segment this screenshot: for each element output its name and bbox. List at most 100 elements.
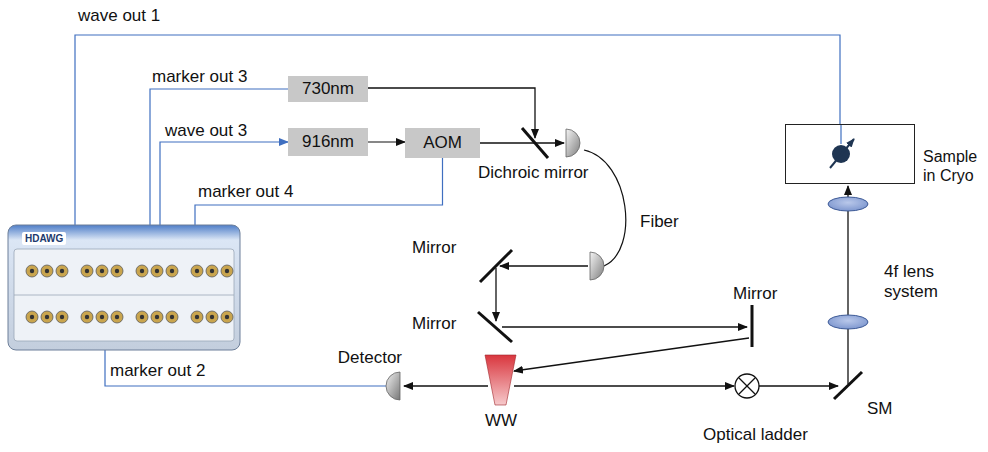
spin-illustration: [786, 125, 914, 183]
drawing-part: [221, 311, 233, 323]
drawing-part: [96, 311, 108, 323]
node-label: Sample in Cryo: [923, 147, 983, 185]
drawing-part: [56, 311, 68, 323]
drawing-part: [85, 269, 89, 273]
component-label: 4f lens system: [884, 262, 964, 301]
drawing-part: [191, 265, 203, 277]
drawing-part: [136, 311, 148, 323]
laser-beam: [847, 186, 848, 384]
component-label: Mirror: [412, 238, 456, 258]
drawing-part: [221, 265, 233, 277]
drawing-part: [30, 269, 34, 273]
box-label: 916nm: [302, 132, 354, 152]
lens: [828, 197, 868, 211]
detector-illustration: [384, 372, 400, 400]
detector-symbol: Detector: [384, 372, 400, 400]
drawing-part: [151, 311, 163, 323]
drawing-part: [26, 311, 38, 323]
laser-beam: [759, 385, 838, 386]
dichroic-mirror: [522, 128, 548, 158]
drawing-part: [26, 265, 38, 277]
drawing-part: [166, 311, 178, 323]
component-label: Mirror: [412, 314, 456, 334]
fiber-coupler: [590, 252, 604, 280]
component-label: Mirror: [733, 284, 777, 304]
component-label: Dichroic mirror: [478, 163, 589, 183]
drawing-part: [206, 265, 218, 277]
drawing-part: [111, 265, 123, 277]
signal-label: marker out 4: [198, 182, 293, 202]
signal-wire: [195, 158, 443, 225]
drawing-part: [81, 311, 93, 323]
drawing-part: [41, 311, 53, 323]
laser-beam: [514, 385, 734, 386]
signal-label: wave out 3: [165, 121, 247, 141]
drawing-part: [151, 265, 163, 277]
sample-box: Sample in Cryo: [785, 124, 915, 184]
laser-beam: [500, 265, 588, 266]
drawing-part: [155, 315, 159, 319]
optical-fiber: [584, 150, 626, 266]
drawing-part: [191, 311, 203, 323]
box-label: 730nm: [302, 79, 354, 99]
drawing-part: [170, 315, 174, 319]
drawing-part: [60, 269, 64, 273]
drawing-part: [26, 265, 38, 277]
drawing-part: [60, 315, 64, 319]
laser-beam: [404, 385, 488, 386]
drawing-part: [41, 265, 53, 277]
drawing-part: [111, 311, 123, 323]
wavemeter-wedge: [485, 355, 516, 405]
drawing-part: [221, 311, 233, 323]
laser-beam: [495, 268, 496, 321]
drawing-part: [136, 265, 148, 277]
signal-label: wave out 1: [78, 6, 160, 26]
drawing-part: [41, 311, 53, 323]
drawing-part: [206, 311, 218, 323]
mirror: [751, 305, 754, 347]
modulator-box: AOM: [405, 128, 480, 158]
drawing-part: [206, 265, 218, 277]
awg-device: HDAWG: [8, 225, 240, 350]
signal-label: marker out 3: [152, 67, 247, 87]
drawing-part: [41, 265, 53, 277]
drawing-part: [840, 125, 841, 144]
drawing-part: [14, 249, 234, 341]
drawing-part: [136, 265, 148, 277]
drawing-part: [56, 265, 68, 277]
optical-ladder-symbol: [735, 374, 759, 398]
drawing-part: [8, 225, 240, 350]
drawing-part: [155, 269, 159, 273]
signal-wire: [368, 141, 405, 142]
drawing-part: [735, 374, 759, 398]
drawing-part: [115, 269, 119, 273]
signal-wire: [75, 35, 840, 225]
drawing-part: [166, 311, 178, 323]
box-label: AOM: [423, 133, 462, 153]
component-label: Fiber: [640, 212, 679, 232]
drawing-part: [111, 265, 123, 277]
drawing-part: [81, 265, 93, 277]
drawing-part: [45, 315, 49, 319]
laser-beam: [514, 338, 749, 371]
drawing-part: [140, 315, 144, 319]
drawing-part: [115, 315, 119, 319]
fiber-coupler: [566, 129, 580, 157]
drawing-part: [14, 295, 234, 296]
drawing-part: [140, 269, 144, 273]
device-label: HDAWG: [22, 232, 66, 245]
drawing-part: [26, 311, 38, 323]
drawing-part: [195, 269, 199, 273]
laser-box: 730nm: [288, 76, 368, 102]
drawing-part: [166, 265, 178, 277]
drawing-part: [739, 378, 755, 394]
drawing-part: [100, 315, 104, 319]
drawing-part: [100, 269, 104, 273]
drawing-part: [206, 311, 218, 323]
drawing-part: [210, 315, 214, 319]
drawing-part: [81, 265, 93, 277]
component-label: Optical ladder: [703, 425, 808, 445]
drawing-part: [166, 265, 178, 277]
drawing-part: [386, 372, 400, 400]
